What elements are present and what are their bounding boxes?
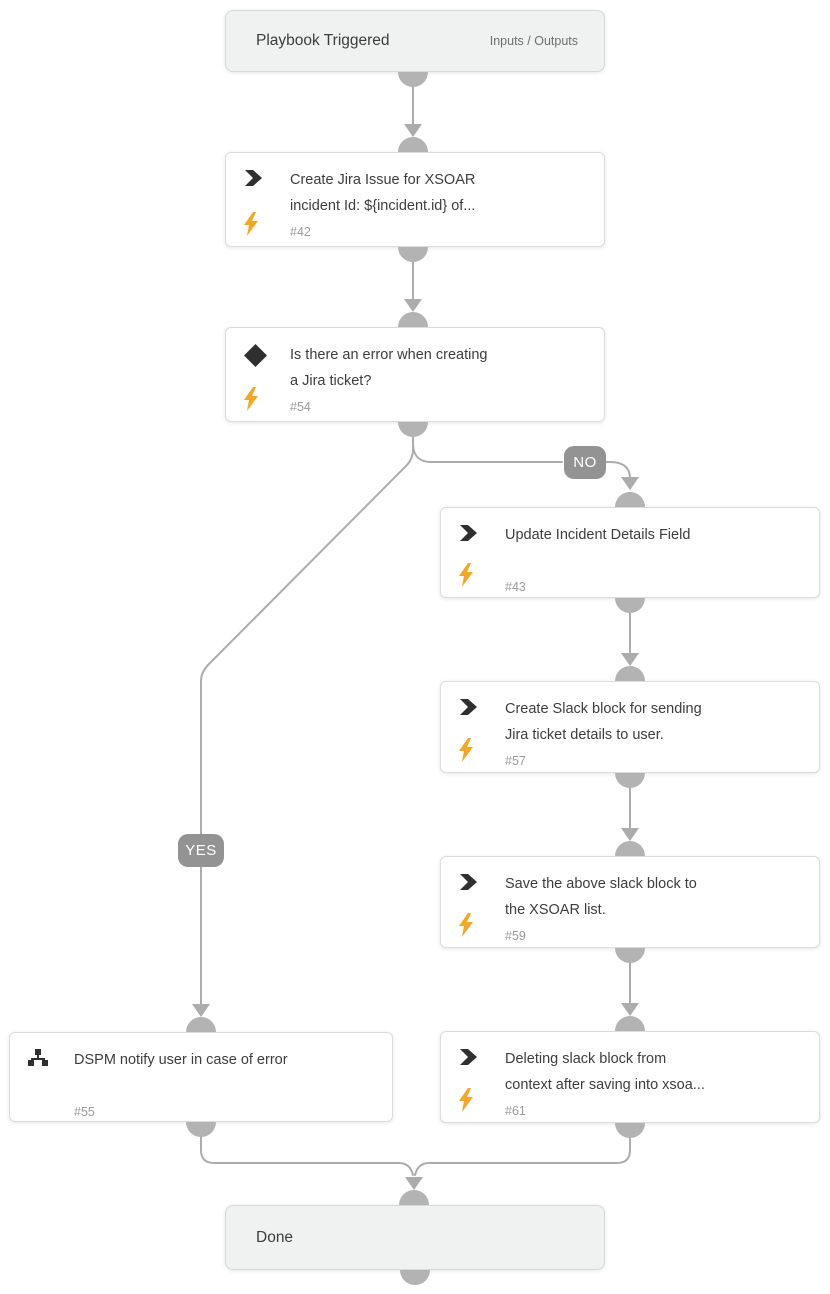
task-icon-column [457, 871, 505, 939]
playbook-trigger-node[interactable]: Playbook Triggered Inputs / Outputs [225, 10, 605, 72]
branch-label-no: NO [564, 446, 606, 479]
task-title-line: Create Jira Issue for XSOAR [290, 172, 476, 188]
task-title-line [74, 1073, 376, 1099]
task-title-line: Jira ticket details to user. [505, 727, 664, 743]
lightning-bolt-icon [244, 387, 258, 411]
task-title-line: Deleting slack block from [505, 1051, 667, 1067]
task-title-line [505, 548, 803, 574]
task-id: #55 [74, 1105, 95, 1119]
task-id: #59 [505, 929, 526, 943]
chevron-right-icon [459, 1048, 477, 1066]
task-node-59[interactable]: Save the above slack block to the XSOAR … [440, 856, 820, 948]
sub-playbook-sitemap-icon [28, 1049, 48, 1066]
task-id: #54 [290, 400, 311, 414]
task-node-57[interactable]: Create Slack block for sending Jira tick… [440, 681, 820, 773]
task-id: #43 [505, 580, 526, 594]
task-title-line: DSPM notify user in case of error [74, 1052, 288, 1068]
task-icon-column [457, 1046, 505, 1114]
lightning-bolt-icon [459, 913, 473, 937]
chevron-right-icon [459, 524, 477, 542]
task-title-line: a Jira ticket? [290, 373, 372, 389]
lightning-bolt-icon [459, 1088, 473, 1112]
chevron-right-icon [244, 169, 262, 187]
lightning-bolt-icon [459, 738, 473, 762]
task-title-line: Create Slack block for sending [505, 701, 702, 717]
task-title-line: the XSOAR list. [505, 902, 606, 918]
task-node-61[interactable]: Deleting slack block from context after … [440, 1031, 820, 1123]
done-node[interactable]: Done [225, 1205, 605, 1270]
task-title-line: Is there an error when creating [290, 347, 488, 363]
inputs-outputs-link[interactable]: Inputs / Outputs [489, 34, 578, 48]
task-title-line: Save the above slack block to [505, 876, 697, 892]
task-icon-column [457, 696, 505, 764]
task-icon-column [26, 1047, 74, 1113]
task-icon-column [242, 167, 290, 238]
subplaybook-node-55[interactable]: DSPM notify user in case of error #55 [9, 1032, 393, 1122]
chevron-right-icon [459, 873, 477, 891]
node-title: Playbook Triggered [256, 32, 390, 49]
condition-diamond-icon [244, 344, 267, 367]
chevron-right-icon [459, 698, 477, 716]
condition-node-54[interactable]: Is there an error when creating a Jira t… [225, 327, 605, 422]
branch-label-yes: YES [178, 834, 224, 867]
task-id: #57 [505, 754, 526, 768]
lightning-bolt-icon [459, 563, 473, 587]
task-id: #42 [290, 225, 311, 239]
task-node-43[interactable]: Update Incident Details Field #43 [440, 507, 820, 598]
task-title-line: Update Incident Details Field [505, 527, 691, 543]
task-id: #61 [505, 1104, 526, 1118]
task-title-line: incident Id: ${incident.id} of... [290, 198, 476, 214]
task-title-line: context after saving into xsoa... [505, 1077, 705, 1093]
node-title: Done [256, 1228, 294, 1246]
task-node-42[interactable]: Create Jira Issue for XSOAR incident Id:… [225, 152, 605, 247]
lightning-bolt-icon [244, 212, 258, 236]
task-icon-column [457, 522, 505, 589]
task-icon-column [242, 342, 290, 413]
